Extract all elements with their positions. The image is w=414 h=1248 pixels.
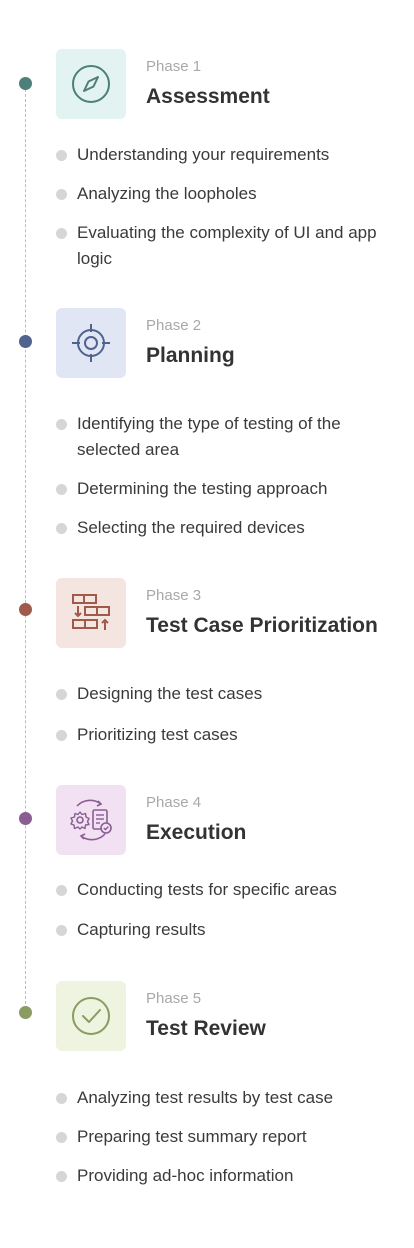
- bullet-item: Analyzing test results by test case: [56, 1085, 396, 1111]
- timeline-dot-phase-2: [19, 335, 32, 348]
- phase-title: Test Case Prioritization: [146, 614, 378, 637]
- bullet-item: Providing ad-hoc information: [56, 1163, 396, 1189]
- timeline-dot-phase-4: [19, 812, 32, 825]
- phase-bullets: Conducting tests for specific areas Capt…: [56, 877, 396, 943]
- timeline-dot-phase-5: [19, 1006, 32, 1019]
- phase-icon-box: [56, 308, 126, 378]
- phase-bullets: Analyzing test results by test case Prep…: [56, 1085, 396, 1189]
- phase-bullets: Identifying the type of testing of the s…: [56, 411, 396, 541]
- phase-label: Phase 1: [146, 58, 202, 75]
- phase-label: Phase 2: [146, 317, 202, 334]
- bullet-item: Selecting the required devices: [56, 515, 396, 541]
- phase-title: Assessment: [146, 85, 270, 108]
- phase-bullets: Understanding your requirements Analyzin…: [56, 142, 396, 272]
- check-circle-icon: [72, 997, 110, 1035]
- timeline-dot-phase-1: [19, 77, 32, 90]
- compass-icon: [72, 65, 110, 103]
- bullet-item: Determining the testing approach: [56, 476, 396, 502]
- bullet-item: Capturing results: [56, 917, 396, 943]
- bullet-item: Preparing test summary report: [56, 1124, 396, 1150]
- bullet-item: Conducting tests for specific areas: [56, 877, 396, 903]
- phase-label: Phase 5: [146, 990, 202, 1007]
- phase-title: Planning: [146, 344, 235, 367]
- phase-icon-box: [56, 578, 126, 648]
- target-icon: [72, 324, 110, 362]
- phase-icon-box: [56, 981, 126, 1051]
- timeline-line: [25, 84, 26, 1014]
- phase-label: Phase 4: [146, 794, 202, 811]
- bullet-item: Analyzing the loopholes: [56, 181, 396, 207]
- prioritize-blocks-icon: [72, 594, 110, 630]
- phase-icon-box: [56, 785, 126, 855]
- phase-title: Execution: [146, 821, 247, 844]
- bullet-item: Understanding your requirements: [56, 142, 396, 168]
- gear-document-cycle-icon: [70, 799, 112, 841]
- timeline-dot-phase-3: [19, 603, 32, 616]
- bullet-item: Evaluating the complexity of UI and app …: [56, 220, 396, 272]
- bullet-item: Designing the test cases: [56, 681, 396, 707]
- phase-label: Phase 3: [146, 587, 202, 604]
- bullet-item: Identifying the type of testing of the s…: [56, 411, 396, 463]
- phase-bullets: Designing the test cases Prioritizing te…: [56, 681, 396, 748]
- phase-icon-box: [56, 49, 126, 119]
- phase-title: Test Review: [146, 1017, 266, 1040]
- bullet-item: Prioritizing test cases: [56, 722, 396, 748]
